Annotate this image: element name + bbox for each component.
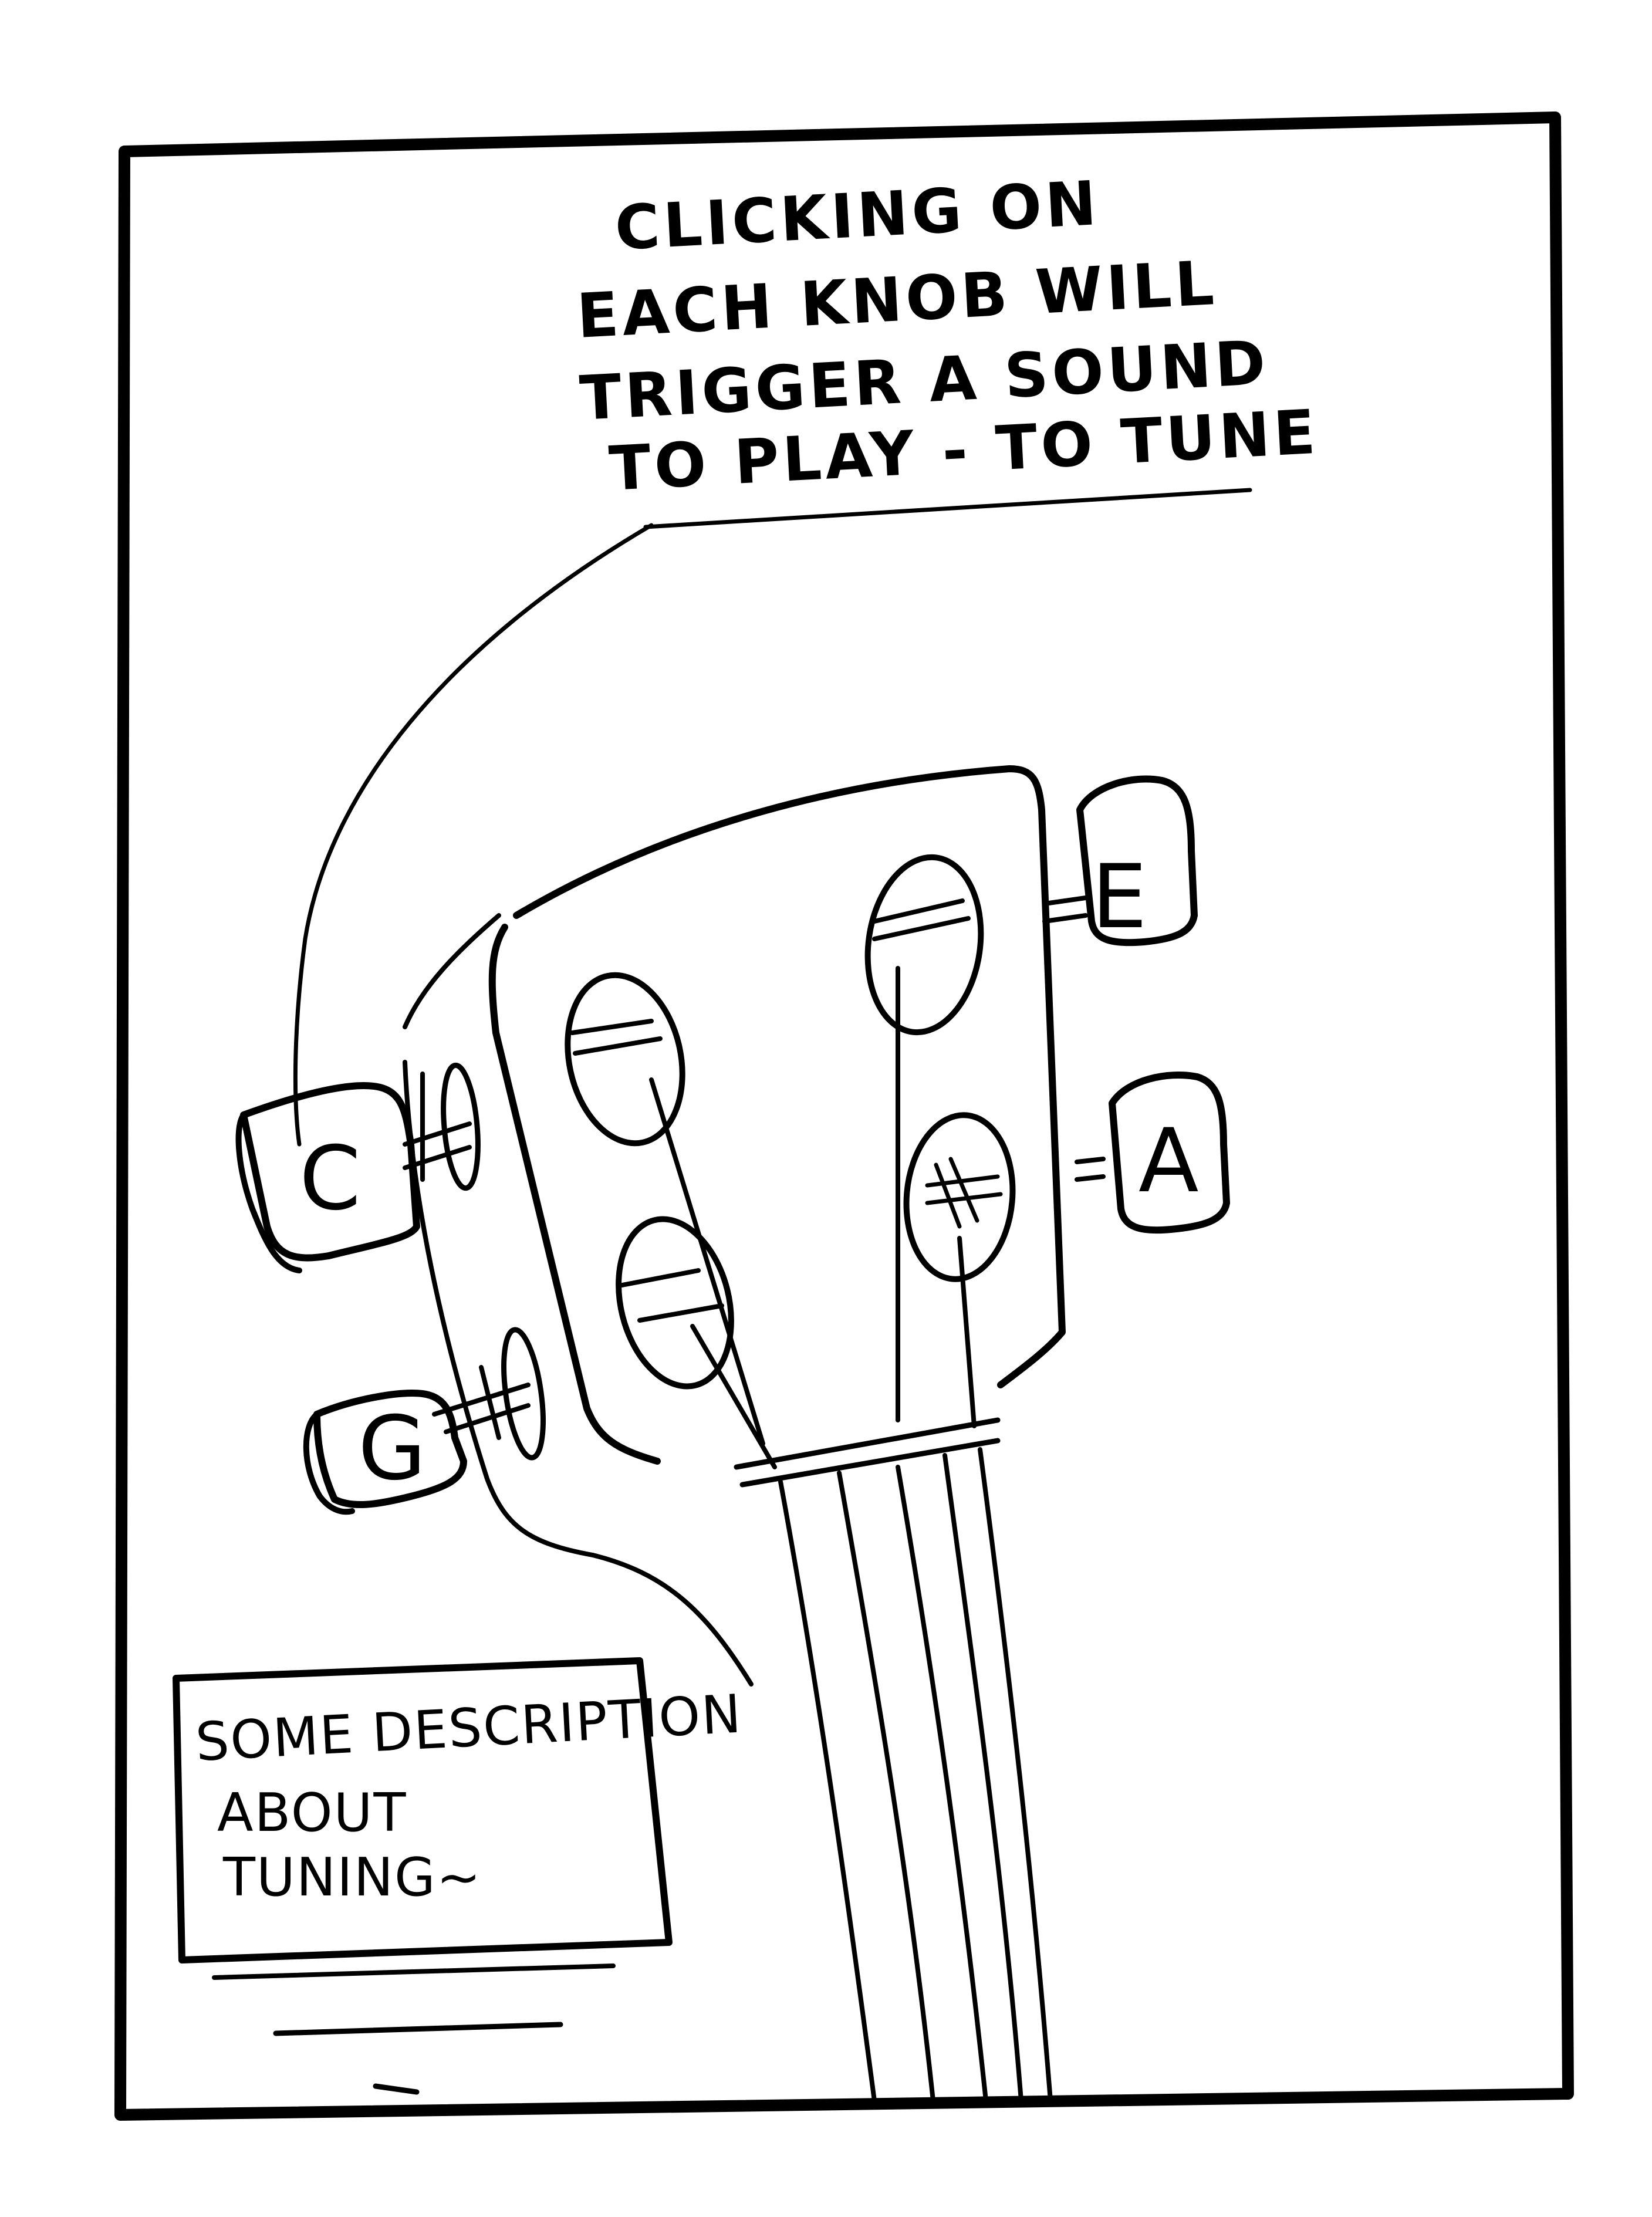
knob-g-label: G <box>358 1398 426 1500</box>
guitar-headstock <box>405 769 1062 1684</box>
knob-c[interactable]: C <box>239 1086 417 1270</box>
tuning-pegs-left <box>405 1064 550 1460</box>
knob-e-label: E <box>1092 846 1147 948</box>
guitar-neck <box>651 968 1050 2101</box>
description-line-2: ABOUT <box>217 1782 407 1844</box>
knob-e[interactable]: E <box>1080 779 1194 948</box>
description-rule-1 <box>214 1966 613 1978</box>
annotation-line-1: CLICKING ON <box>613 167 1102 264</box>
description-box: SOME DESCRIPTION ABOUT TUNING~ <box>176 1661 744 2092</box>
knob-a[interactable]: A <box>1112 1075 1227 1230</box>
description-rule-2 <box>276 2025 560 2033</box>
description-line-3: TUNING~ <box>222 1847 482 1908</box>
string-holes <box>553 850 1019 1398</box>
description-rule-3 <box>376 2086 417 2092</box>
knob-c-label: C <box>299 1128 361 1230</box>
knob-a-label: A <box>1139 1110 1199 1212</box>
description-line-1: SOME DESCRIPTION <box>194 1683 744 1773</box>
annotation: CLICKING ON EACH KNOB WILL TRIGGER A SOU… <box>575 167 1320 527</box>
